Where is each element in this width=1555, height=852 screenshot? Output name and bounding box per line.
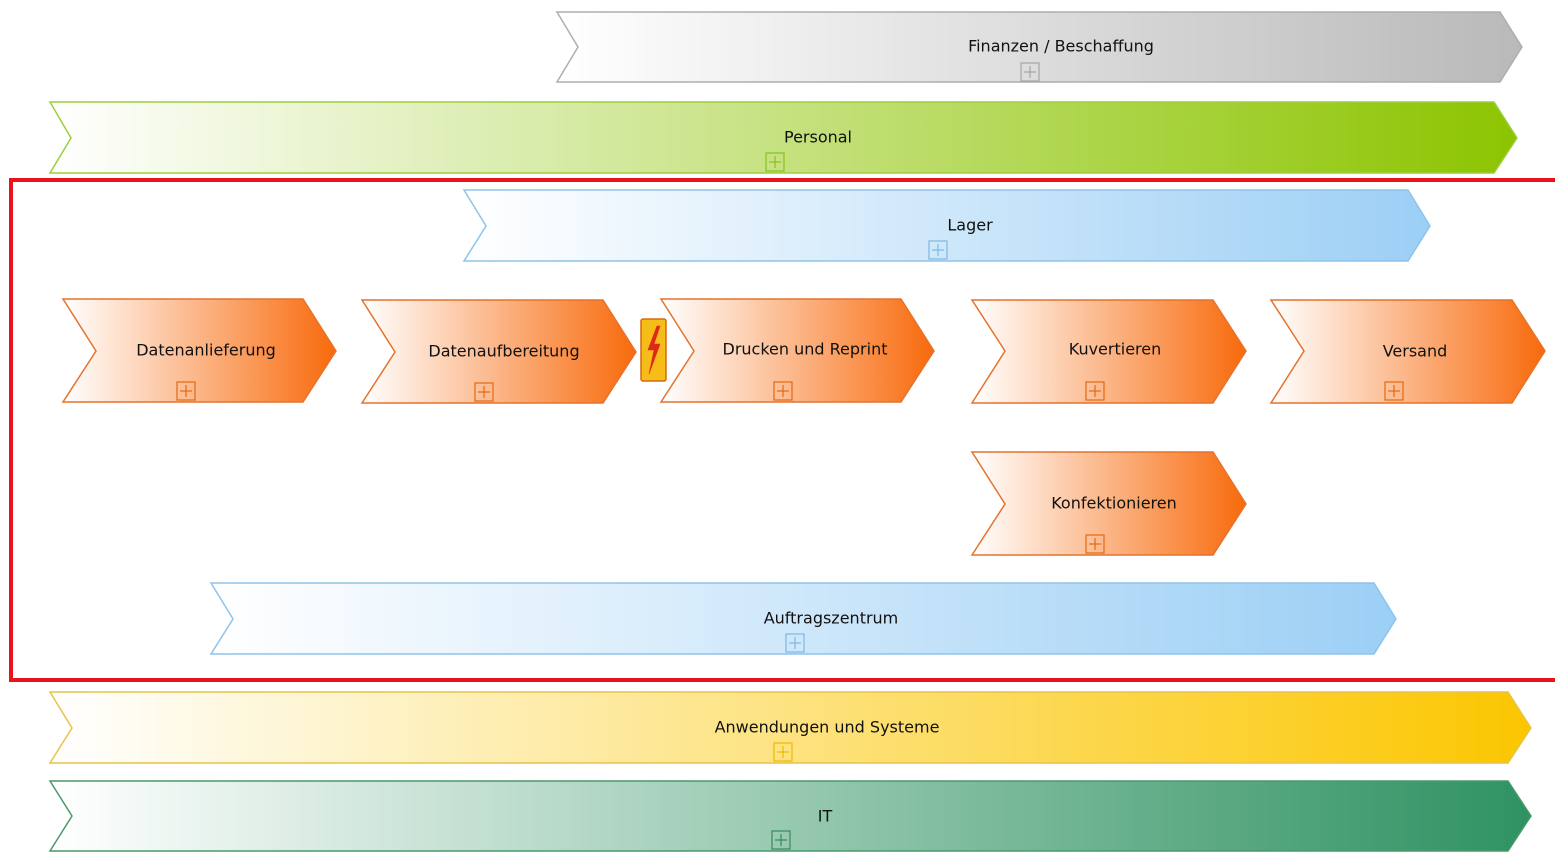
expand-icon[interactable] (474, 382, 494, 402)
process-drucken-und-reprint[interactable]: Drucken und Reprint (659, 298, 935, 403)
band-label: IT (818, 807, 833, 826)
band-lager[interactable]: Lager (462, 189, 1431, 262)
chevron-shape (1269, 299, 1546, 404)
chevron-shape (360, 299, 637, 404)
band-shape (462, 189, 1431, 262)
expand-icon[interactable] (176, 381, 196, 401)
band-personal[interactable]: Personal (48, 101, 1518, 174)
process-label: Kuvertieren (1069, 340, 1162, 359)
process-datenaufbereitung[interactable]: Datenaufbereitung (360, 299, 637, 404)
expand-icon[interactable] (1085, 381, 1105, 401)
chevron-shape (970, 451, 1247, 556)
expand-icon[interactable] (765, 152, 785, 172)
process-kuvertieren[interactable]: Kuvertieren (970, 299, 1247, 404)
chevron-shape (970, 299, 1247, 404)
process-datenanlieferung[interactable]: Datenanlieferung (61, 298, 337, 403)
process-konfektionieren[interactable]: Konfektionieren (970, 451, 1247, 556)
band-shape (48, 101, 1518, 174)
chevron-shape (659, 298, 935, 403)
band-label: Anwendungen und Systeme (715, 718, 940, 737)
process-label: Versand (1383, 342, 1448, 361)
process-versand[interactable]: Versand (1269, 299, 1546, 404)
expand-icon[interactable] (1085, 534, 1105, 554)
process-label: Konfektionieren (1051, 494, 1177, 513)
band-shape (48, 780, 1532, 852)
process-label: Datenanlieferung (136, 341, 276, 360)
band-shape (555, 11, 1523, 83)
band-label: Finanzen / Beschaffung (968, 37, 1154, 56)
lightning-bolt-icon[interactable] (640, 318, 667, 382)
core-processes-frame (9, 178, 1555, 682)
band-auftragszentrum[interactable]: Auftragszentrum (209, 582, 1397, 655)
band-it[interactable]: IT (48, 780, 1532, 852)
band-label: Personal (784, 128, 852, 147)
band-anwendungen-und-systeme[interactable]: Anwendungen und Systeme (48, 691, 1532, 764)
expand-icon[interactable] (771, 830, 791, 850)
process-label: Datenaufbereitung (428, 342, 579, 361)
band-label: Auftragszentrum (764, 609, 899, 628)
expand-icon[interactable] (773, 381, 793, 401)
band-shape (209, 582, 1397, 655)
expand-icon[interactable] (928, 240, 948, 260)
expand-icon[interactable] (1384, 381, 1404, 401)
expand-icon[interactable] (1020, 62, 1040, 82)
band-label: Lager (947, 216, 993, 235)
process-label: Drucken und Reprint (723, 340, 888, 359)
expand-icon[interactable] (773, 742, 793, 762)
band-finanzen-beschaffung[interactable]: Finanzen / Beschaffung (555, 11, 1523, 83)
band-shape (48, 691, 1532, 764)
chevron-shape (61, 298, 337, 403)
expand-icon[interactable] (785, 633, 805, 653)
